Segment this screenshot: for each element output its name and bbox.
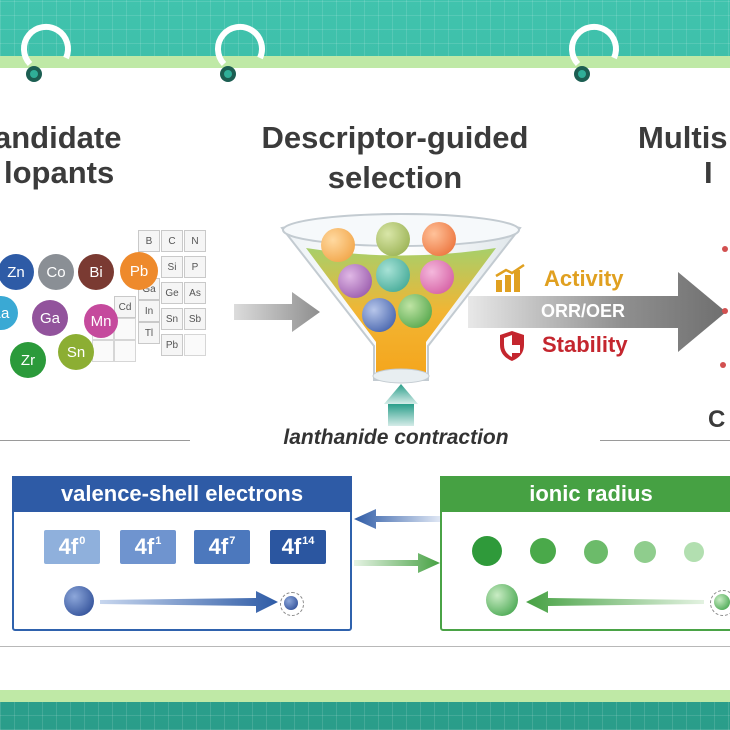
element-circle: Co (38, 254, 74, 290)
pt-blank-cell (114, 340, 136, 362)
stability-shield-icon (500, 331, 524, 361)
element-circle: Pb (120, 252, 158, 290)
pt-cell: Tl (138, 322, 160, 344)
descriptor-ball (422, 222, 456, 256)
radius-dot (472, 536, 502, 566)
orbital-base: 4f (208, 534, 229, 559)
pt-cell: Si (161, 256, 183, 278)
arrow-to-ionic-radius (354, 553, 440, 573)
orbital-base: 4f (281, 534, 302, 559)
pt-cell: Sn (161, 308, 183, 330)
pt-cell: B (138, 230, 160, 252)
heading-multi-line1: Multis (638, 120, 728, 155)
pt-cell: Sb (184, 308, 206, 330)
small-ion-sphere (714, 594, 730, 610)
divider-right (600, 440, 730, 441)
frame-strip-bottom (0, 690, 730, 702)
orbital-base: 4f (58, 534, 79, 559)
pt-cell: In (138, 300, 160, 322)
orbital-superscript: 0 (79, 535, 86, 547)
element-circle: Zr (10, 342, 46, 378)
activity-label: Activity (544, 266, 624, 291)
orbital-superscript: 7 (229, 535, 236, 547)
orr-oer-label: ORR/OER (541, 301, 626, 321)
descriptor-ball (362, 298, 396, 332)
orbital-superscript: 1 (155, 535, 162, 547)
small-ion-sphere (284, 596, 298, 610)
descriptor-ball (420, 260, 454, 294)
ionic-radius-title: ionic radius (440, 476, 730, 512)
pt-blank-cell (184, 334, 206, 356)
contraction-arrow-blue (100, 591, 278, 613)
large-ion-sphere (64, 586, 94, 616)
pt-cell: C (161, 230, 183, 252)
lanthanide-contraction-caption: lanthanide contraction (283, 426, 509, 449)
element-circle: Ga (32, 300, 68, 336)
figure-panel: andidate lopants Descriptor-guided selec… (0, 68, 730, 690)
element-circle: Mn (84, 304, 118, 338)
element-circle: La (0, 296, 18, 330)
radius-dot (634, 541, 656, 563)
divider-left (0, 440, 190, 441)
element-circle: Sn (58, 334, 94, 370)
pt-cell: Ge (161, 282, 183, 304)
pt-cell: As (184, 282, 206, 304)
pt-cell: Pb (161, 334, 183, 356)
radius-dot (684, 542, 704, 562)
large-ion-sphere (486, 584, 518, 616)
binder-ring-icon (569, 23, 619, 82)
cut-label-right: C (708, 406, 726, 433)
arrow-to-multiscale (468, 272, 726, 352)
bottom-rule (0, 646, 730, 647)
pt-cell: N (184, 230, 206, 252)
valence-shell-title: valence-shell electrons (12, 476, 352, 512)
orbital-base: 4f (134, 534, 155, 559)
edge-dot (722, 246, 728, 252)
activity-chart-icon (495, 264, 525, 292)
pt-cell: P (184, 256, 206, 278)
descriptor-ball (338, 264, 372, 298)
pt-blank-cell (92, 340, 114, 362)
heading-candidate-line1: andidate (0, 120, 122, 155)
heading-multi-line2: I (704, 155, 713, 190)
descriptor-ball (376, 222, 410, 256)
element-circle: Zn (0, 254, 34, 290)
contraction-arrow-green (526, 591, 704, 613)
radius-dot (584, 540, 608, 564)
heading-descriptor-line1: Descriptor-guided (261, 120, 529, 155)
descriptor-ball (321, 228, 355, 262)
heading-candidate-line2: lopants (4, 155, 115, 190)
radius-dot (530, 538, 556, 564)
pt-cell: Cd (114, 296, 136, 318)
arrow-to-funnel (234, 292, 320, 332)
frame-strip-top (0, 56, 730, 68)
binder-ring-icon (215, 23, 265, 82)
descriptor-ball (398, 294, 432, 328)
edge-dot (720, 362, 726, 368)
element-circle: Bi (78, 254, 114, 290)
small-ion-outline (710, 590, 730, 616)
orbital-superscript: 14 (302, 535, 315, 547)
stability-label: Stability (542, 332, 628, 357)
small-ion-outline (280, 592, 304, 616)
binder-ring-icon (21, 23, 71, 82)
arrow-to-valence (354, 509, 440, 529)
ionic-radius-box: ionic radius (440, 476, 730, 631)
edge-dot (722, 308, 728, 314)
heading-descriptor-line2: selection (327, 160, 463, 195)
descriptor-ball (376, 258, 410, 292)
